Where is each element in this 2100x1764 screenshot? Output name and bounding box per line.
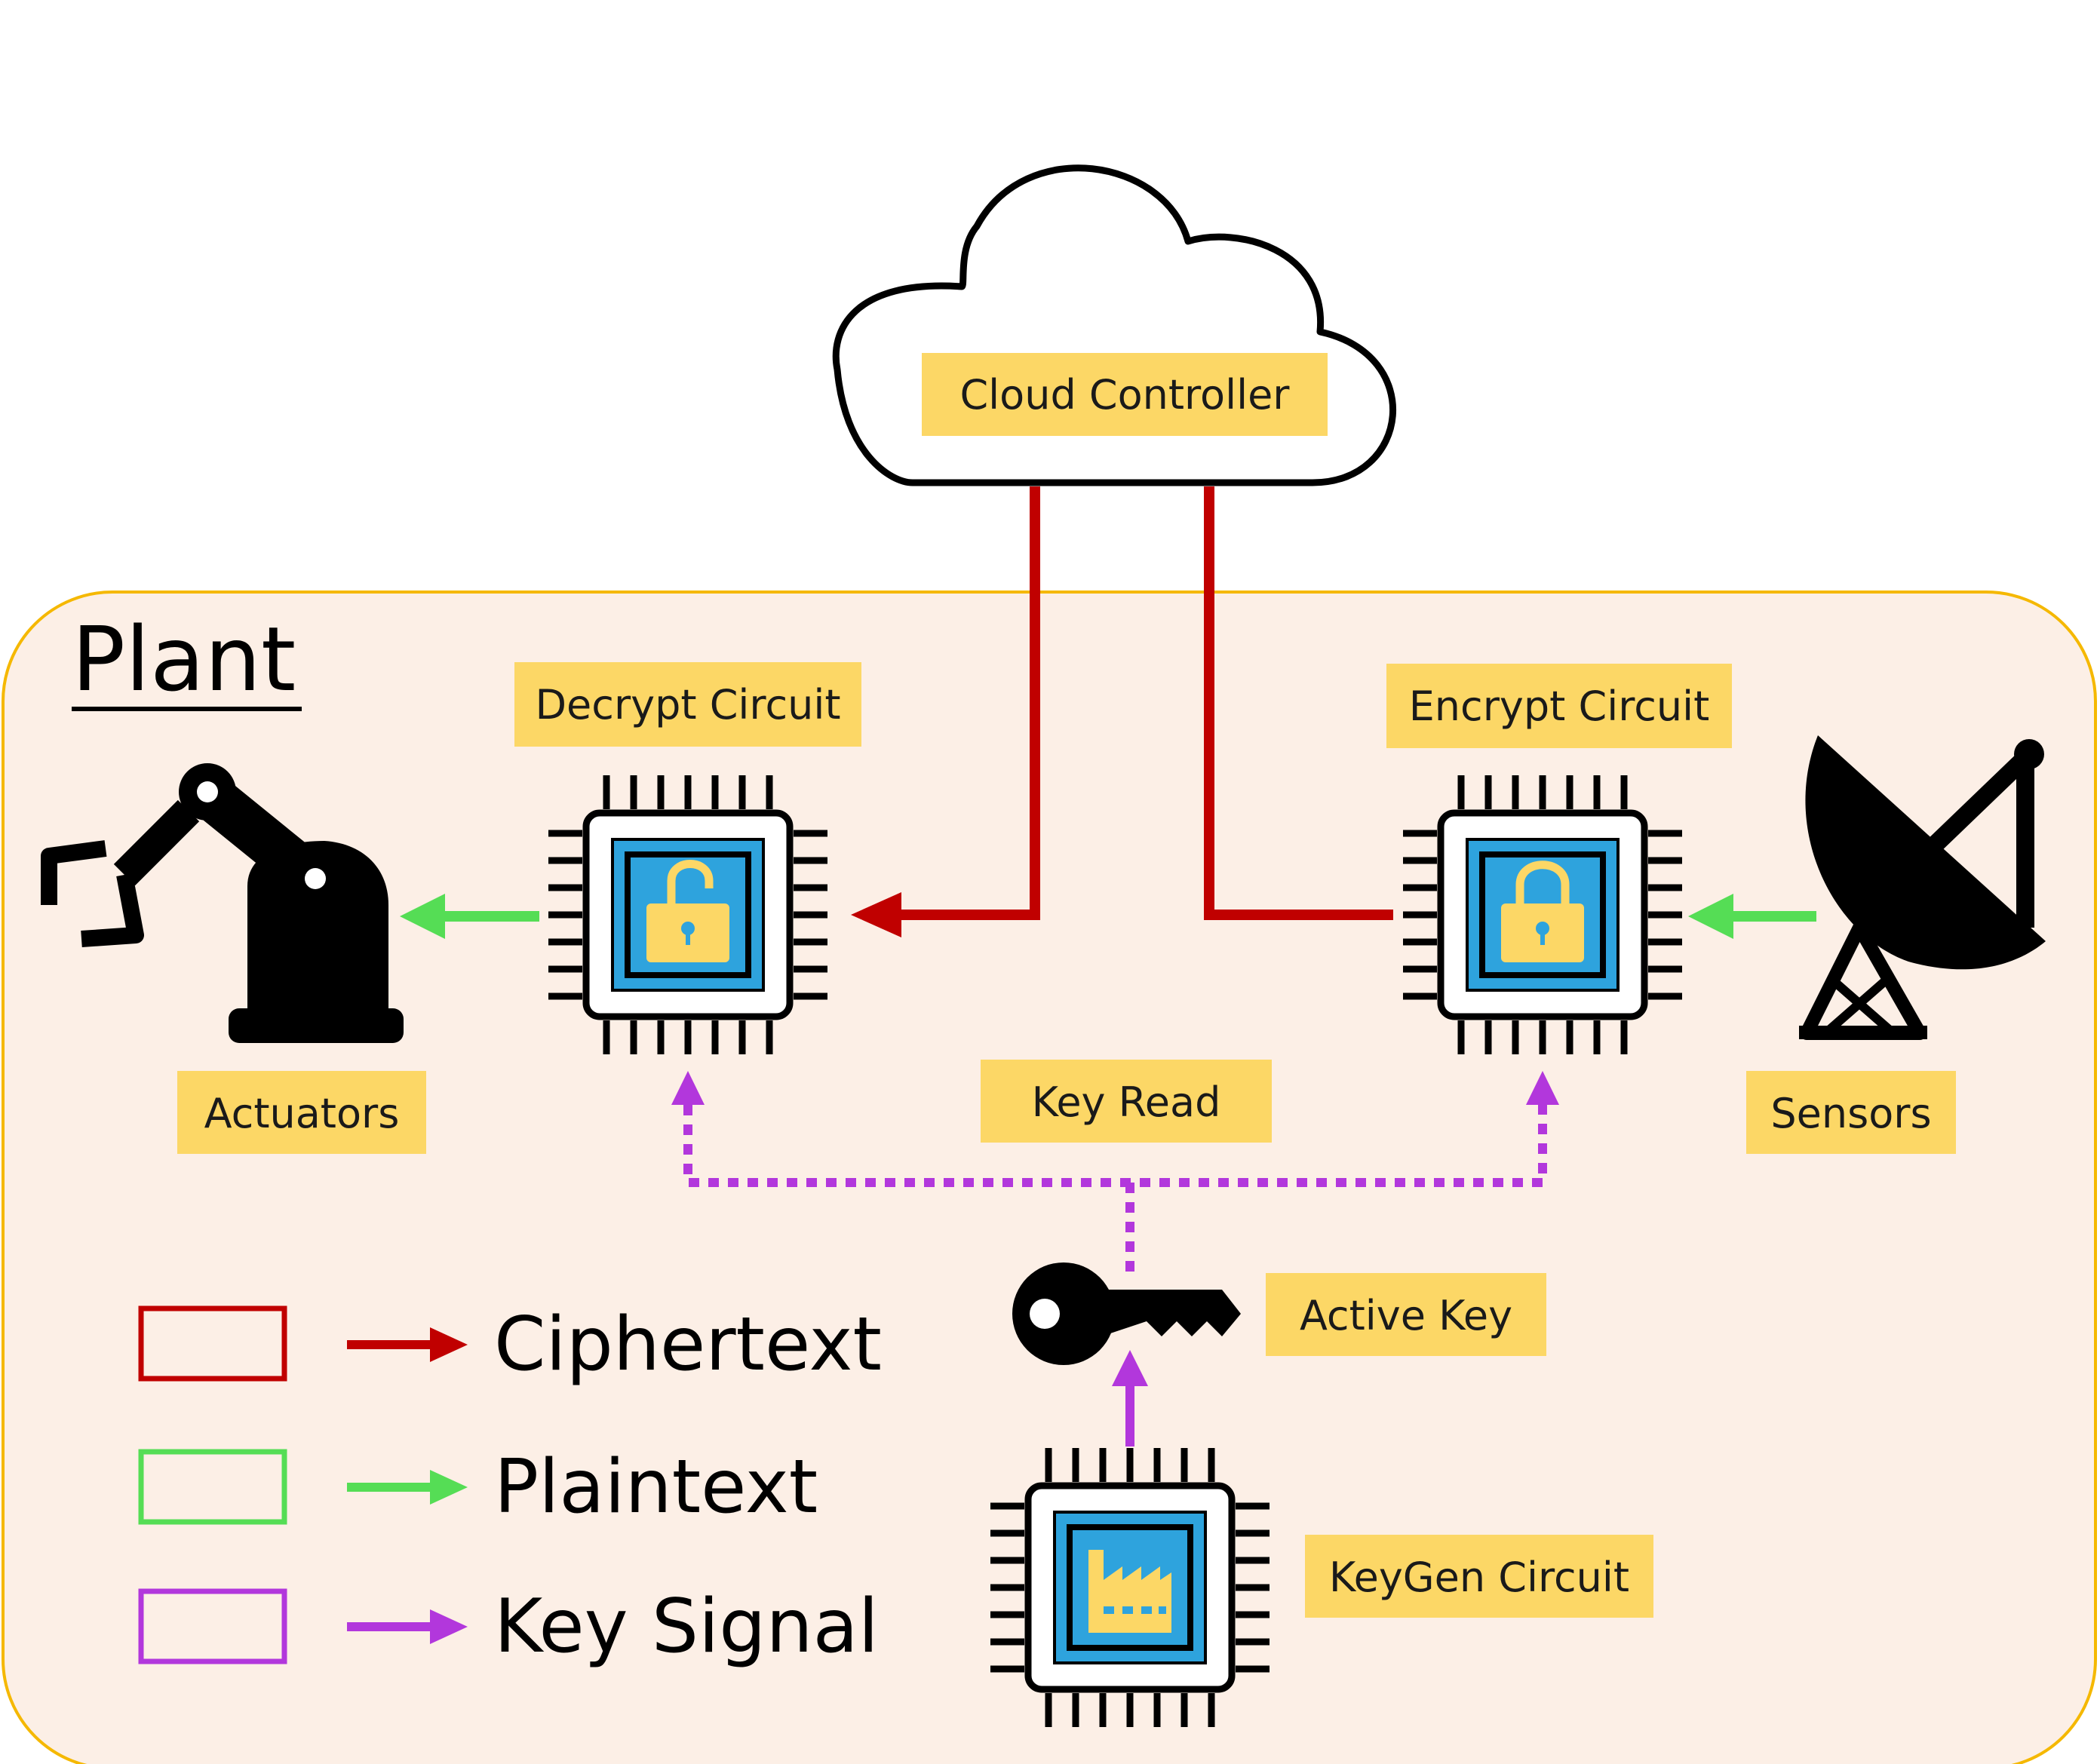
keygen-to-key-arrowhead — [1112, 1350, 1148, 1386]
encrypt-label: Encrypt Circuit — [1409, 683, 1710, 730]
keygen-chip — [990, 1448, 1270, 1727]
keygen-label-box: KeyGen Circuit — [1305, 1535, 1653, 1618]
cipher-arrowhead-decrypt — [851, 892, 901, 937]
ciphertext-wires — [875, 486, 1393, 920]
sensors-label: Sensors — [1770, 1090, 1931, 1137]
factory-icon — [1088, 1550, 1171, 1633]
decrypt-label: Decrypt Circuit — [535, 681, 840, 729]
legend-item-ciphertext: Ciphertext — [138, 1302, 882, 1388]
actuators-label-box: Actuators — [177, 1071, 426, 1154]
encrypt-label-box: Encrypt Circuit — [1386, 664, 1732, 748]
active-key-label: Active Key — [1300, 1292, 1512, 1339]
key-read-label-box: Key Read — [981, 1060, 1272, 1143]
legend-item-key-signal: Key Signal — [138, 1584, 879, 1670]
keygen-label: KeyGen Circuit — [1329, 1554, 1629, 1601]
key-arrowhead-decrypt — [671, 1071, 705, 1105]
key-read-label: Key Read — [1032, 1078, 1221, 1126]
legend-item-plaintext: Plaintext — [138, 1444, 818, 1530]
active-key-label-box: Active Key — [1266, 1273, 1546, 1356]
key-arrowhead-encrypt — [1526, 1071, 1559, 1105]
cipher-wire-from-encrypt — [1204, 486, 1393, 920]
satellite-dish-icon — [1799, 735, 2046, 1040]
legend-key-signal-label: Key Signal — [494, 1584, 879, 1670]
legend-ciphertext-label: Ciphertext — [494, 1302, 882, 1388]
cloud-controller: Cloud Controller — [832, 164, 1396, 486]
locked-padlock-icon — [1501, 861, 1584, 962]
plaintext-arrows — [400, 894, 1816, 939]
unlocked-padlock-icon — [646, 860, 729, 962]
robot-arm-icon — [41, 763, 404, 1043]
cloud-label-box — [922, 353, 1328, 436]
plant-title: Plant — [72, 607, 296, 711]
decrypt-chip — [548, 775, 827, 1054]
legend-plaintext-label: Plaintext — [494, 1444, 818, 1530]
legend: Ciphertext Plaintext Key Signal — [138, 1302, 882, 1670]
key-signal-lines — [683, 1105, 1547, 1278]
encrypt-chip — [1403, 775, 1682, 1054]
actuators-label: Actuators — [204, 1090, 400, 1137]
sensors-label-box: Sensors — [1746, 1071, 1956, 1154]
cipher-wire-to-decrypt — [875, 486, 1040, 920]
decrypt-label-box: Decrypt Circuit — [514, 662, 861, 747]
cloud-label: Cloud Controller — [959, 371, 1290, 419]
key-icon — [1012, 1262, 1241, 1365]
